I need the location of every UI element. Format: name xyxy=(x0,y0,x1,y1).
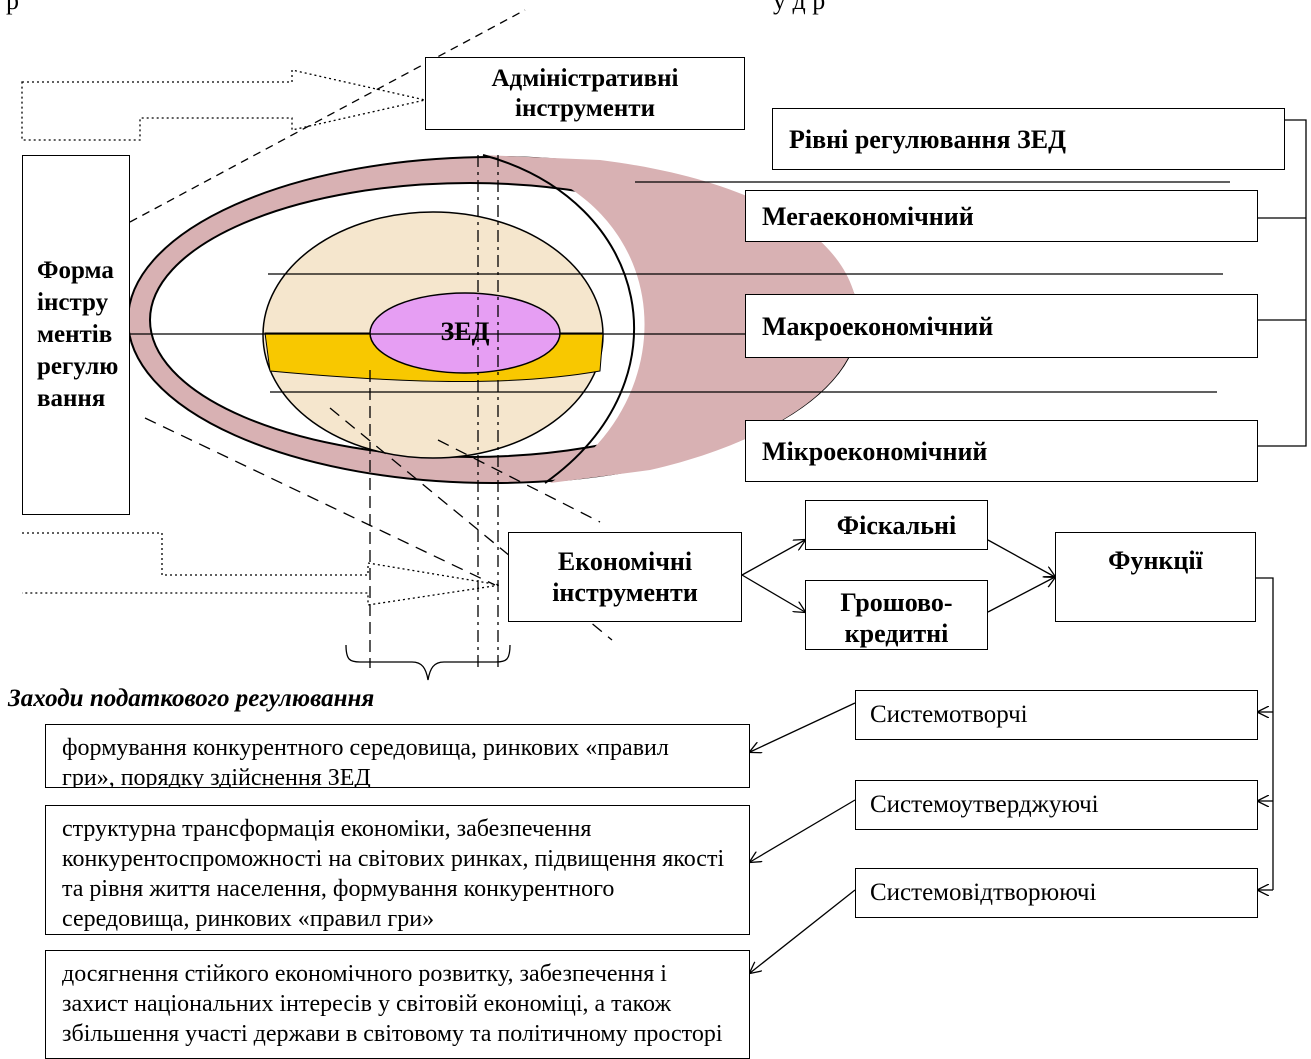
dashed-diagonal xyxy=(129,9,526,223)
levels-title-box: Рівні регулювання ЗЕД xyxy=(772,108,1285,170)
econ-box-line: Економічні xyxy=(557,547,693,576)
measure-box-1: формування конкурентного середовища, рин… xyxy=(45,724,750,788)
functions-bracket xyxy=(1256,577,1274,890)
level-mega-box: Мегаекономічний xyxy=(745,190,1258,242)
levels-title: Рівні регулювання ЗЕД xyxy=(789,124,1066,154)
measure-line: гри», порядку здійснення ЗЕД xyxy=(62,765,371,788)
dashed-diagonal xyxy=(144,417,496,586)
econ-instruments-box: Економічні інструменти xyxy=(508,532,742,622)
arrow-fiscal-functions xyxy=(987,539,1055,577)
measure-line: формування конкурентного середовища, рин… xyxy=(62,735,669,761)
arrow-item-measure xyxy=(750,702,856,752)
form-box-line: регулю xyxy=(37,353,119,380)
measure-line: середовища, ринкових «правил гри» xyxy=(62,906,435,932)
measure-line: та рівня життя населення, формування кон… xyxy=(62,876,615,902)
fiscal-box: Фіскальні xyxy=(805,500,988,550)
admin-box-line: Адміністративні xyxy=(491,64,679,92)
form-instruments-box: Форма інстру ментів регулю вання xyxy=(22,155,130,515)
form-box-line: Форма xyxy=(37,257,114,284)
function-item-label: Системоутверджуючі xyxy=(870,791,1099,818)
admin-instruments-box: Адміністративні інструменти xyxy=(425,57,745,130)
function-item-label: Системовідтворюючі xyxy=(870,879,1097,906)
form-box-line: вання xyxy=(37,385,106,412)
monetary-line: кредитні xyxy=(844,619,949,648)
curly-brace xyxy=(345,644,511,681)
measures-title: Заходи податкового регулювання xyxy=(8,685,375,712)
top-cropped-text: р у д р xyxy=(6,0,826,15)
function-item-systemaffirming: Системоутверджуючі xyxy=(855,780,1258,830)
dashed-diagonal xyxy=(437,439,601,523)
level-micro-label: Мікроекономічний xyxy=(762,436,988,466)
levels-bracket xyxy=(1258,119,1307,447)
arrow-item-measure xyxy=(750,889,856,973)
measure-line: збільшення участі держави в світовому та… xyxy=(62,1021,723,1047)
admin-box-line: інструменти xyxy=(515,94,655,122)
arrow-item-measure xyxy=(750,799,856,862)
function-item-systemreproducing: Системовідтворюючі xyxy=(855,868,1258,918)
functions-box: Функції xyxy=(1055,532,1256,622)
crescent-arc xyxy=(482,154,636,484)
fiscal-label: Фіскальні xyxy=(836,510,957,540)
level-mega-label: Мегаекономічний xyxy=(762,201,974,231)
functions-label: Функції xyxy=(1108,546,1203,575)
measure-line: захист національних інтересів у світовій… xyxy=(62,991,672,1017)
monetary-box: Грошово- кредитні xyxy=(805,580,988,650)
center-label: ЗЕД xyxy=(440,317,490,346)
form-box-line: ментів xyxy=(37,321,113,348)
measure-box-2: структурна трансформація економіки, забе… xyxy=(45,805,750,935)
measure-line: структурна трансформація економіки, забе… xyxy=(62,816,592,842)
dotted-arrow-admin xyxy=(21,69,426,141)
function-item-systemforming: Системотворчі xyxy=(855,690,1258,740)
function-item-label: Системотворчі xyxy=(870,701,1028,728)
arrow-monetary-functions xyxy=(987,577,1055,613)
form-box-line: інстру xyxy=(37,289,109,316)
dotted-arrow-econ xyxy=(22,532,501,606)
measure-box-3: досягнення стійкого економічного розвитк… xyxy=(45,950,750,1059)
center-ellipse xyxy=(369,292,561,374)
measure-line: конкурентоспроможності на світових ринка… xyxy=(62,846,725,872)
arrow-econ-monetary xyxy=(741,574,805,612)
level-macro-box: Макроекономічний xyxy=(745,294,1258,358)
level-macro-label: Макроекономічний xyxy=(762,311,994,341)
level-micro-box: Мікроекономічний xyxy=(745,420,1258,482)
monetary-line: Грошово- xyxy=(840,588,953,617)
econ-box-line: інструменти xyxy=(552,578,698,607)
arrow-econ-fiscal xyxy=(741,540,805,576)
measure-line: досягнення стійкого економічного розвитк… xyxy=(62,961,667,987)
